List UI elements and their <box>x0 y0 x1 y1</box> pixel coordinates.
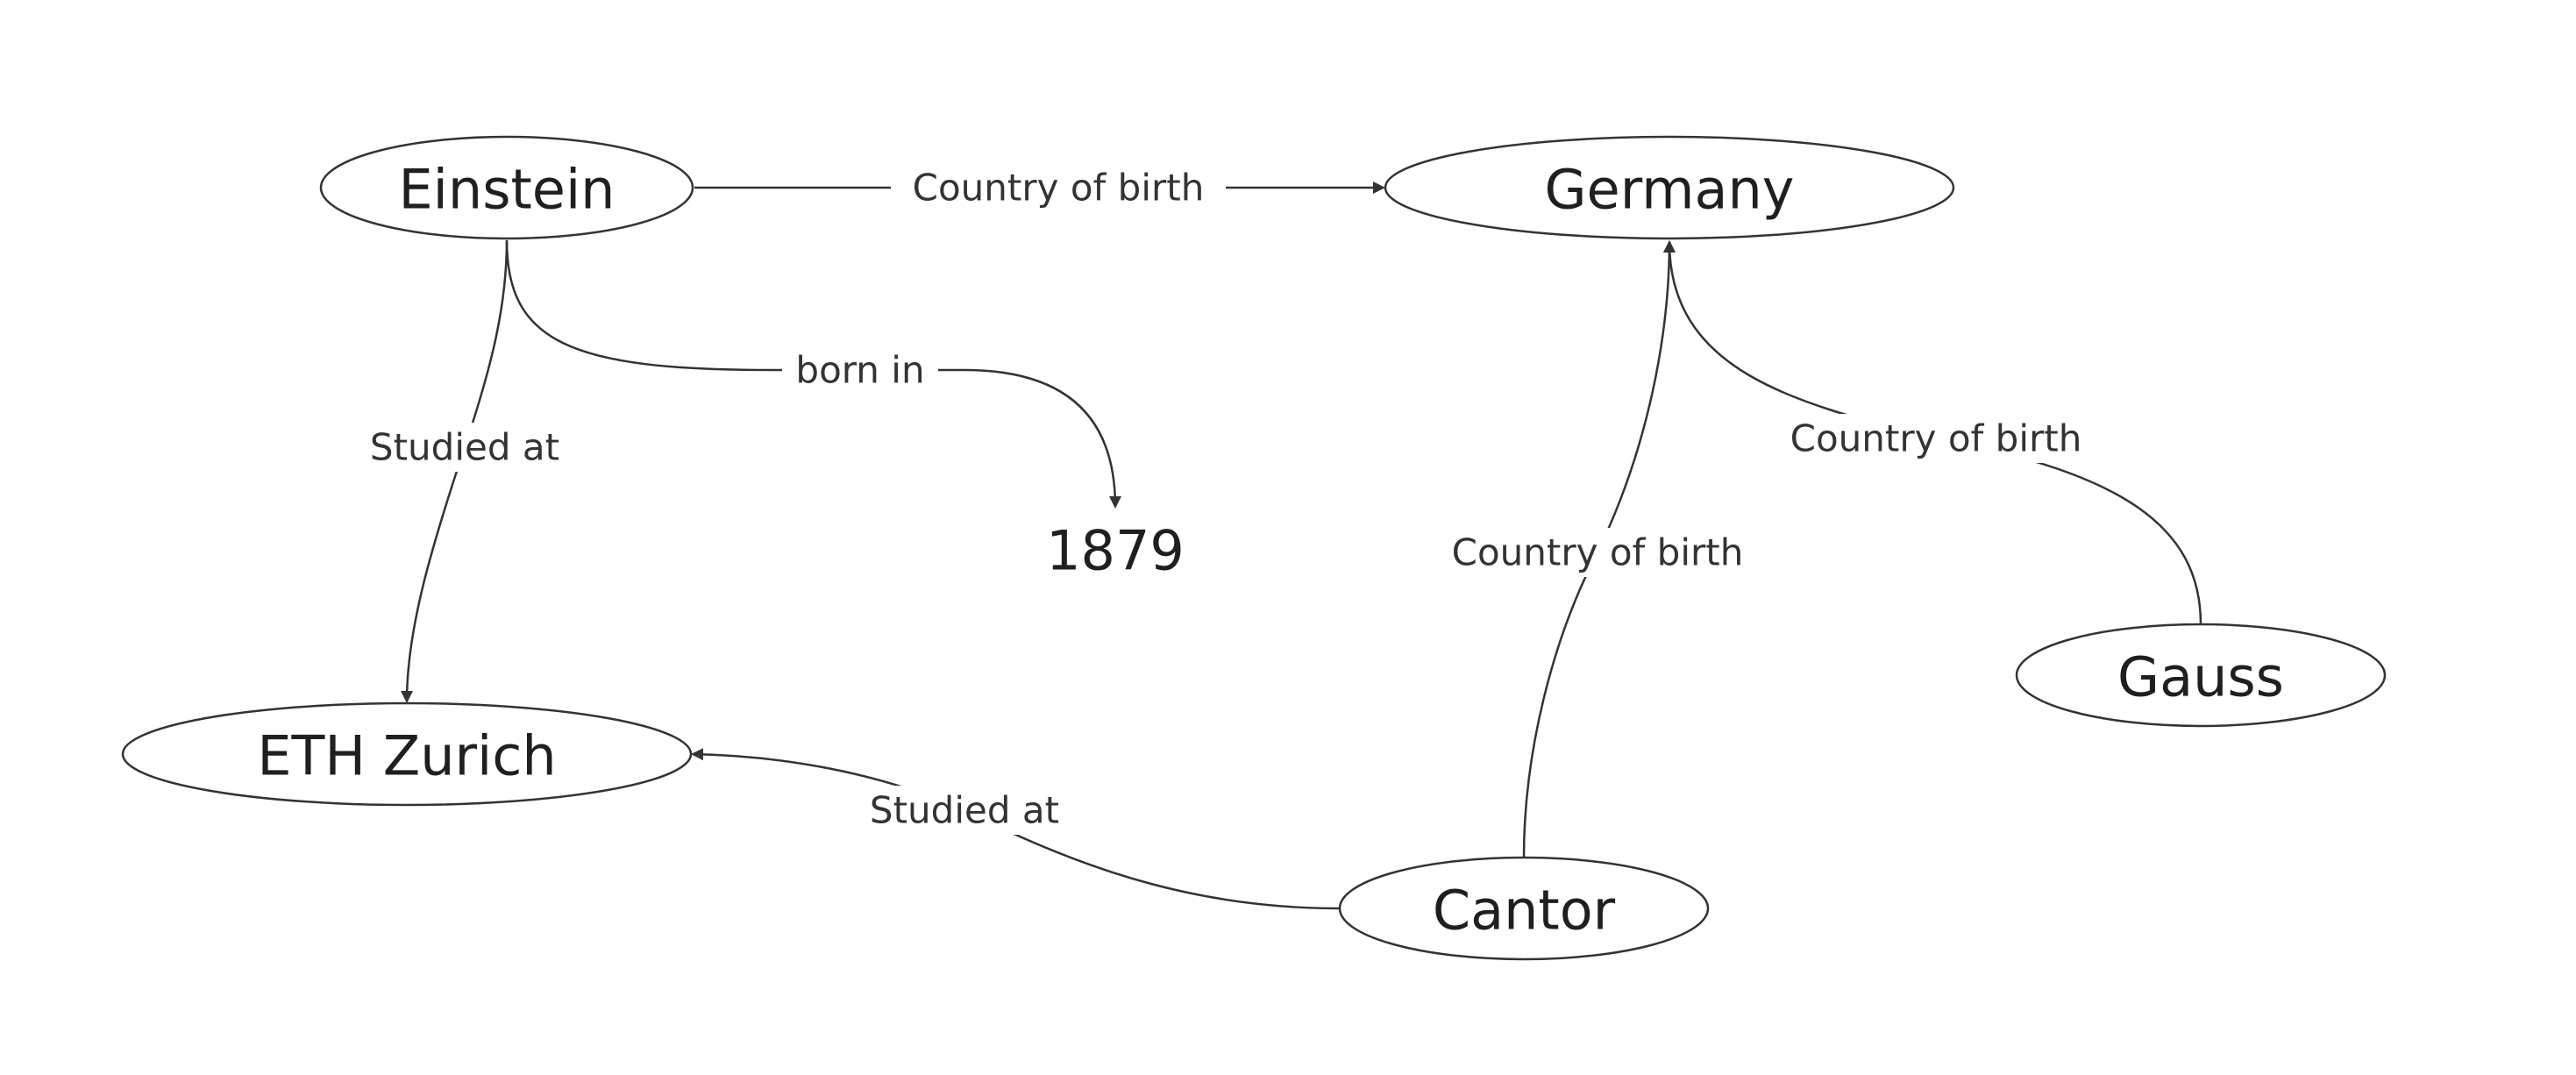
edge-einstein-country-of-birth[interactable]: Country of birth <box>694 163 1385 212</box>
edge-cantor-studied-at[interactable]: Studied at <box>691 748 1341 910</box>
node-gauss[interactable]: Gauss <box>2015 623 2387 728</box>
edge-label-background <box>1768 414 2104 463</box>
node-label: ETH Zurich <box>257 724 556 788</box>
edge-cantor-country-of-birth[interactable]: Country of birth <box>1429 240 1766 858</box>
node-ellipse <box>1338 856 1710 961</box>
edge-line <box>505 239 1121 509</box>
node-label: Einstein <box>399 158 616 222</box>
node-1879[interactable]: 1879 <box>1046 519 1185 583</box>
node-ellipse <box>319 135 694 240</box>
node-einstein[interactable]: Einstein <box>319 135 694 240</box>
node-label: Germany <box>1545 158 1795 222</box>
edge-label: Studied at <box>370 426 559 469</box>
node-label: Gauss <box>2117 645 2284 709</box>
edge-label: Country of birth <box>1452 531 1744 574</box>
node-label: 1879 <box>1046 519 1185 583</box>
edge-einstein-studied-at[interactable]: Studied at <box>361 239 568 703</box>
edge-label-background <box>891 163 1226 212</box>
edge-label: Studied at <box>870 789 1059 832</box>
node-eth-zurich[interactable]: ETH Zurich <box>121 701 693 807</box>
node-ellipse <box>1384 135 1955 240</box>
node-ellipse <box>2015 623 2387 728</box>
edge-label: Country of birth <box>913 167 1205 210</box>
node-label: Cantor <box>1433 879 1616 943</box>
node-ellipse <box>121 701 693 807</box>
edge-label-background <box>861 786 1068 835</box>
edge-label: born in <box>795 349 924 392</box>
edge-gauss-country-of-birth[interactable]: Country of birth <box>1663 240 2202 625</box>
node-cantor[interactable]: Cantor <box>1338 856 1710 961</box>
edge-label-background <box>1429 528 1766 577</box>
edge-label: Country of birth <box>1790 417 2082 460</box>
node-germany[interactable]: Germany <box>1384 135 1955 240</box>
edge-label-background <box>361 423 568 472</box>
edge-label-background <box>782 345 938 395</box>
edge-einstein-born-in[interactable]: born in <box>505 239 1121 509</box>
